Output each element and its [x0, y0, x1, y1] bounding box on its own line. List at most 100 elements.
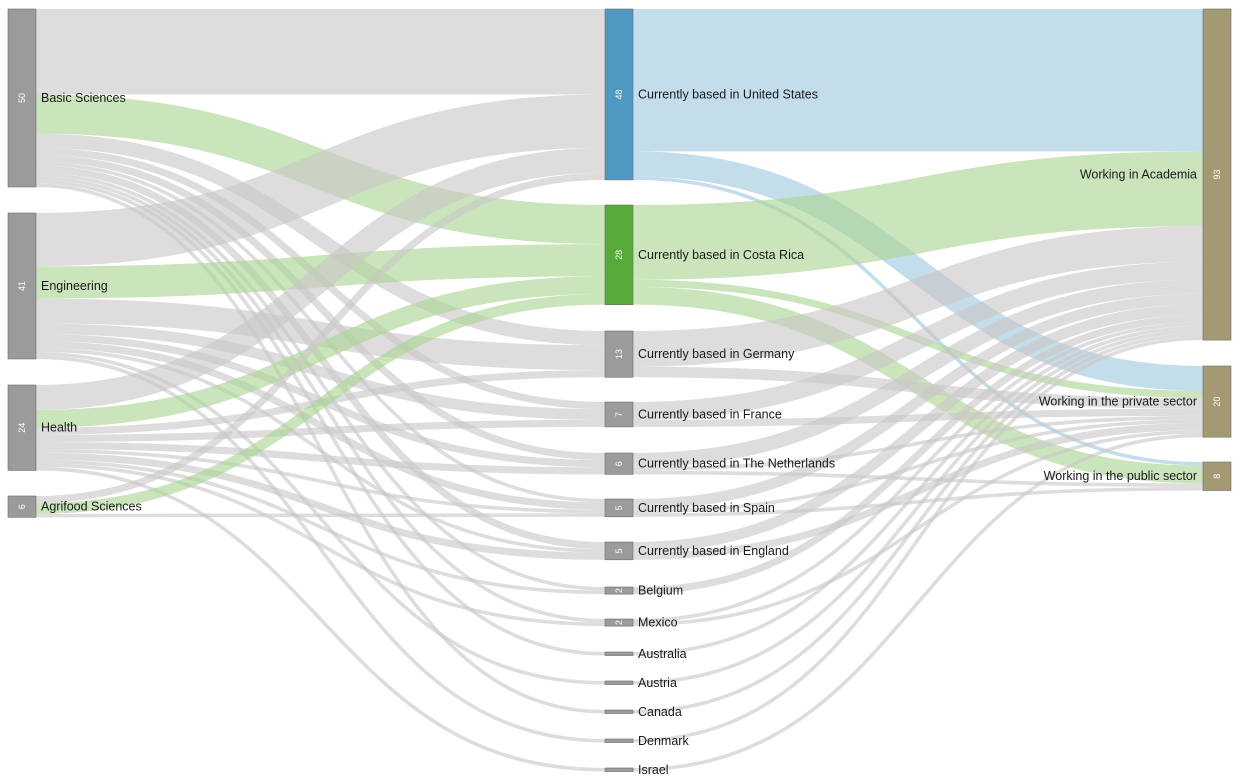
- node-es: [604, 498, 634, 518]
- node-label-aca: Working in Academia: [1080, 168, 1197, 182]
- node-label-de: Currently based in Germany: [638, 347, 795, 361]
- node-bs: [7, 8, 37, 188]
- node-value-pub: 8: [1212, 474, 1222, 479]
- node-pub: [1202, 461, 1232, 491]
- node-nl: [604, 452, 634, 475]
- node-value-mx: 2: [614, 620, 624, 625]
- node-value-nl: 6: [614, 461, 624, 466]
- node-label-be: Belgium: [638, 584, 683, 598]
- flow-link-ca-aca: [632, 332, 1204, 714]
- flow-link-nl-aca: [632, 279, 1204, 468]
- node-au: [604, 651, 634, 656]
- node-label-es: Currently based in Spain: [638, 501, 775, 515]
- node-label-en: Currently based in England: [638, 544, 789, 558]
- flow-link-es-pri: [632, 419, 1204, 514]
- node-fr: [604, 401, 634, 428]
- node-us: [604, 8, 634, 181]
- node-label-mx: Mexico: [638, 616, 678, 630]
- flow-link-fr-pri: [632, 408, 1204, 427]
- node-hea: [7, 384, 37, 471]
- flow-link-agr-cr: [35, 294, 606, 514]
- flow-link-bs-nl: [35, 154, 606, 461]
- node-value-hea: 24: [17, 423, 27, 433]
- node-cr: [604, 204, 634, 305]
- node-aca: [1202, 8, 1232, 341]
- flow-link-bs-be: [35, 172, 606, 591]
- flow-link-hea-mx: [35, 463, 606, 627]
- flow-link-mx-aca: [632, 322, 1204, 623]
- flow-link-agr-us: [35, 172, 606, 504]
- flow-link-au-aca: [632, 325, 1204, 656]
- flow-link-hea-fr: [35, 419, 606, 442]
- flow-link-us-pub: [632, 176, 1204, 466]
- node-value-us: 48: [614, 89, 624, 99]
- node-dk: [604, 738, 634, 743]
- flow-link-hea-be: [35, 459, 606, 595]
- flow-link-eng-es: [35, 341, 606, 510]
- flow-link-eng-us: [35, 94, 606, 267]
- node-label-hea: Health: [41, 421, 77, 435]
- flow-link-es-pub: [632, 486, 1204, 517]
- node-label-pub: Working in the public sector: [1044, 469, 1197, 483]
- node-be: [604, 586, 634, 595]
- flow-link-at-aca: [632, 329, 1204, 685]
- node-label-dk: Denmark: [638, 734, 689, 748]
- node-value-de: 13: [614, 349, 624, 359]
- node-de: [604, 330, 634, 378]
- node-label-au: Australia: [638, 647, 687, 661]
- node-agr: [7, 495, 37, 518]
- flow-link-fr-aca: [632, 261, 1204, 420]
- node-value-bs: 50: [17, 93, 27, 103]
- node-label-agr: Agrifood Sciences: [41, 500, 142, 514]
- node-label-il: Israel: [638, 763, 669, 777]
- node-label-cr: Currently based in Costa Rica: [638, 248, 804, 262]
- node-en: [604, 541, 634, 561]
- flow-link-eng-fr: [35, 323, 606, 420]
- node-mx: [604, 618, 634, 627]
- node-label-pri: Working in the private sector: [1039, 395, 1197, 409]
- flow-link-de-aca: [632, 226, 1204, 367]
- flow-link-nl-pub: [632, 470, 1204, 487]
- flow-link-hea-cr: [35, 276, 606, 428]
- flow-link-dk-aca: [632, 336, 1204, 743]
- flow-link-il-pri: [632, 433, 1204, 772]
- flow-link-us-pri: [632, 151, 1204, 391]
- flow-link-eng-en: [35, 348, 606, 553]
- node-label-fr: Currently based in France: [638, 407, 782, 421]
- flow-link-bs-de: [35, 133, 606, 346]
- flow-link-hea-en: [35, 452, 606, 560]
- node-label-bs: Basic Sciences: [41, 91, 126, 105]
- flow-link-hea-us: [35, 147, 606, 410]
- flow-link-es-aca: [632, 293, 1204, 510]
- node-value-aca: 93: [1212, 170, 1222, 180]
- nodes-layer: [7, 8, 1232, 772]
- node-il: [604, 767, 634, 772]
- flow-link-hea-es: [35, 449, 606, 514]
- flow-link-mx-pri: [632, 430, 1204, 627]
- node-value-be: 2: [614, 588, 624, 593]
- node-value-pri: 20: [1212, 397, 1222, 407]
- flow-link-cr-aca: [632, 151, 1204, 280]
- node-value-agr: 6: [17, 504, 27, 509]
- node-label-us: Currently based in United States: [638, 87, 818, 101]
- node-at: [604, 680, 634, 685]
- node-label-nl: Currently based in The Netherlands: [638, 457, 835, 471]
- node-label-at: Austria: [638, 676, 677, 690]
- flow-link-be-aca: [632, 315, 1204, 595]
- flow-link-en-aca: [632, 304, 1204, 553]
- flow-link-nl-pri: [632, 415, 1204, 471]
- node-label-ca: Canada: [638, 705, 682, 719]
- flow-link-hea-nl: [35, 441, 606, 475]
- node-value-fr: 7: [614, 412, 624, 417]
- node-eng: [7, 212, 37, 360]
- node-label-eng: Engineering: [41, 279, 108, 293]
- links-layer: [35, 8, 1204, 772]
- node-value-es: 5: [614, 505, 624, 510]
- flow-link-de-pri: [632, 366, 1204, 409]
- node-value-cr: 28: [614, 250, 624, 260]
- node-pri: [1202, 365, 1232, 438]
- node-ca: [604, 709, 634, 714]
